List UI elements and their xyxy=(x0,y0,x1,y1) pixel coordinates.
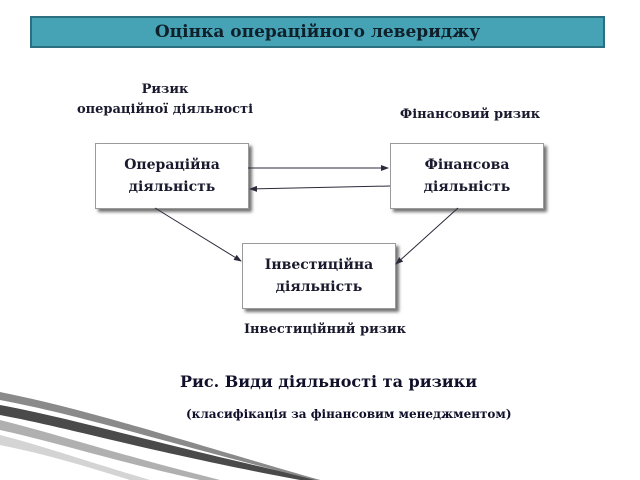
operating-box-line1: Операційна xyxy=(124,157,220,173)
operating-risk-line1: Ризик xyxy=(141,82,189,97)
financial-box-line2: діяльність xyxy=(423,179,511,195)
operating-risk-label: Ризик операційної діяльності xyxy=(60,80,270,120)
financial-risk-label: Фінансовий ризик xyxy=(399,107,541,122)
investment-activity-box: Інвестиційна діяльність xyxy=(242,243,396,309)
diagram-title: Оцінка операційного левериджу xyxy=(154,22,481,42)
decorative-swoosh xyxy=(0,392,320,480)
title-banner: Оцінка операційного левериджу xyxy=(30,16,605,48)
arrow-operating-to-investment xyxy=(154,207,242,262)
investment-risk-label: Інвестиційний ризик xyxy=(243,322,407,337)
financial-box-line1: Фінансова xyxy=(424,157,510,173)
arrow-financial-to-operating xyxy=(249,185,391,192)
figure-subcaption: (класифікація за фінансовим менеджментом… xyxy=(186,407,512,421)
operating-activity-box: Операційна діяльність xyxy=(95,143,249,209)
investment-box-line1: Інвестиційна xyxy=(264,257,374,273)
arrow-financial-to-investment xyxy=(395,207,459,265)
investment-box-line2: діяльність xyxy=(275,279,363,295)
operating-risk-line2: операційної діяльності xyxy=(76,102,254,117)
operating-box-line2: діяльність xyxy=(128,179,216,195)
figure-caption: Рис. Види діяльності та ризики xyxy=(180,372,478,391)
financial-activity-box: Фінансова діяльність xyxy=(390,143,544,209)
